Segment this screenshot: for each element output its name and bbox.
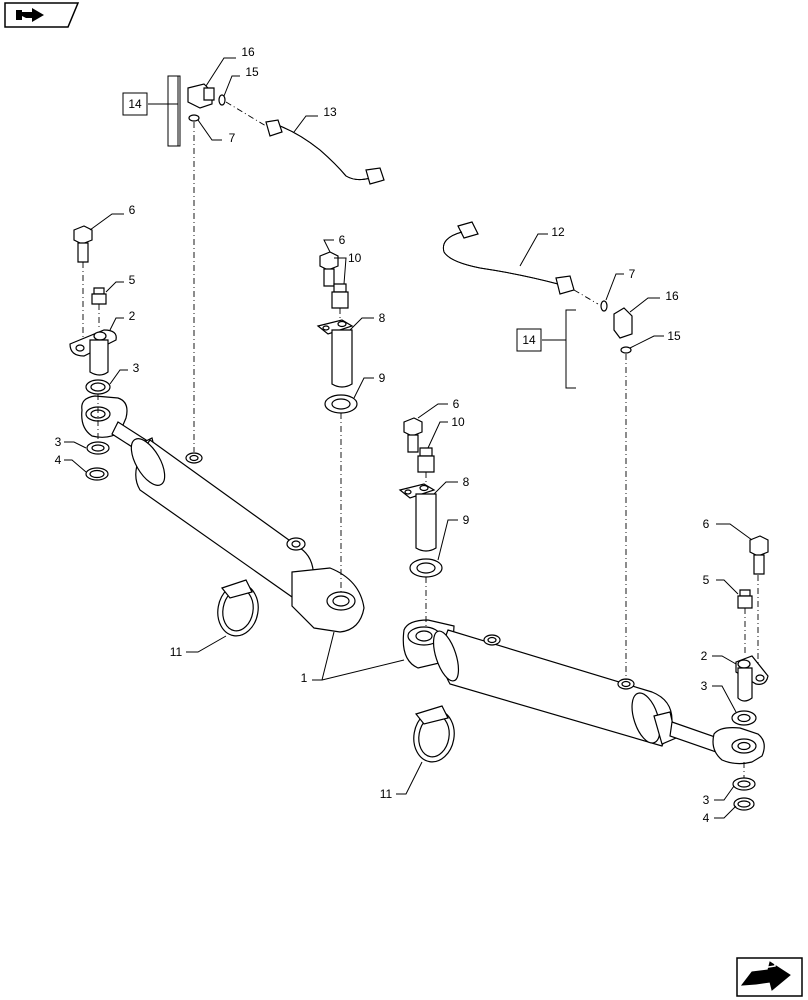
callout-8-center-right: 8	[463, 475, 470, 489]
clamp-left	[217, 579, 259, 637]
callout-6-left: 6	[129, 203, 136, 217]
prev-page-button[interactable]	[4, 2, 80, 28]
callout-5-right: 5	[703, 573, 710, 587]
left-hydraulic-cylinder	[81, 395, 365, 633]
callout-11-right: 11	[380, 787, 393, 801]
callout-2-left: 2	[129, 309, 136, 323]
callout-16-right: 16	[665, 289, 679, 303]
callout-2-right: 2	[701, 649, 708, 663]
callout-7-right: 7	[629, 267, 636, 281]
callout-15-right: 15	[667, 329, 681, 343]
center-right-stack	[398, 417, 443, 628]
forward-arrow-icon	[740, 959, 791, 991]
callout-11-left: 11	[170, 645, 183, 659]
callout-5-left: 5	[129, 273, 136, 287]
callout-1: 1	[301, 671, 308, 685]
callout-9-center-left: 9	[379, 371, 386, 385]
callout-10-center-right: 10	[451, 415, 465, 429]
callout-10-center-left: 10	[348, 251, 362, 265]
callout-3-left-upper: 3	[133, 361, 140, 375]
callout-9-center-right: 9	[463, 513, 470, 527]
lower-hose-assembly	[442, 221, 633, 680]
right-hydraulic-cylinder	[402, 619, 765, 765]
next-page-button[interactable]	[736, 957, 803, 997]
callout-8-center-left: 8	[379, 311, 386, 325]
bracket-14-lower: 14	[516, 309, 576, 389]
callout-7-top: 7	[229, 131, 236, 145]
back-arrow-icon	[16, 8, 44, 22]
callout-3-left-lower: 3	[55, 435, 62, 449]
callout-14-lower: 14	[522, 333, 536, 347]
upper-hose-assembly	[187, 83, 385, 452]
callout-14-upper: 14	[128, 97, 142, 111]
callout-3-right-lower: 3	[703, 793, 710, 807]
callout-6-center-right: 6	[453, 397, 460, 411]
callout-6-center-left: 6	[339, 233, 346, 247]
callout-16-top: 16	[241, 45, 255, 59]
callout-12: 12	[551, 225, 565, 239]
center-left-stack	[316, 251, 358, 592]
callout-13: 13	[323, 105, 337, 119]
callout-4-left: 4	[55, 453, 62, 467]
callout-6-right: 6	[703, 517, 710, 531]
right-pin-stack	[731, 535, 769, 811]
callout-4-right: 4	[703, 811, 710, 825]
left-pin-stack	[69, 225, 117, 481]
clamp-right	[413, 705, 455, 763]
callout-labels: 16 15 13 7 6 5 2 3 3 4 6 10 8 9 6 10 8 9…	[55, 45, 710, 825]
bracket-14-upper: 14	[122, 75, 181, 147]
callout-3-right-upper: 3	[701, 679, 708, 693]
callout-15-top: 15	[245, 65, 259, 79]
leader-lines	[64, 57, 753, 819]
